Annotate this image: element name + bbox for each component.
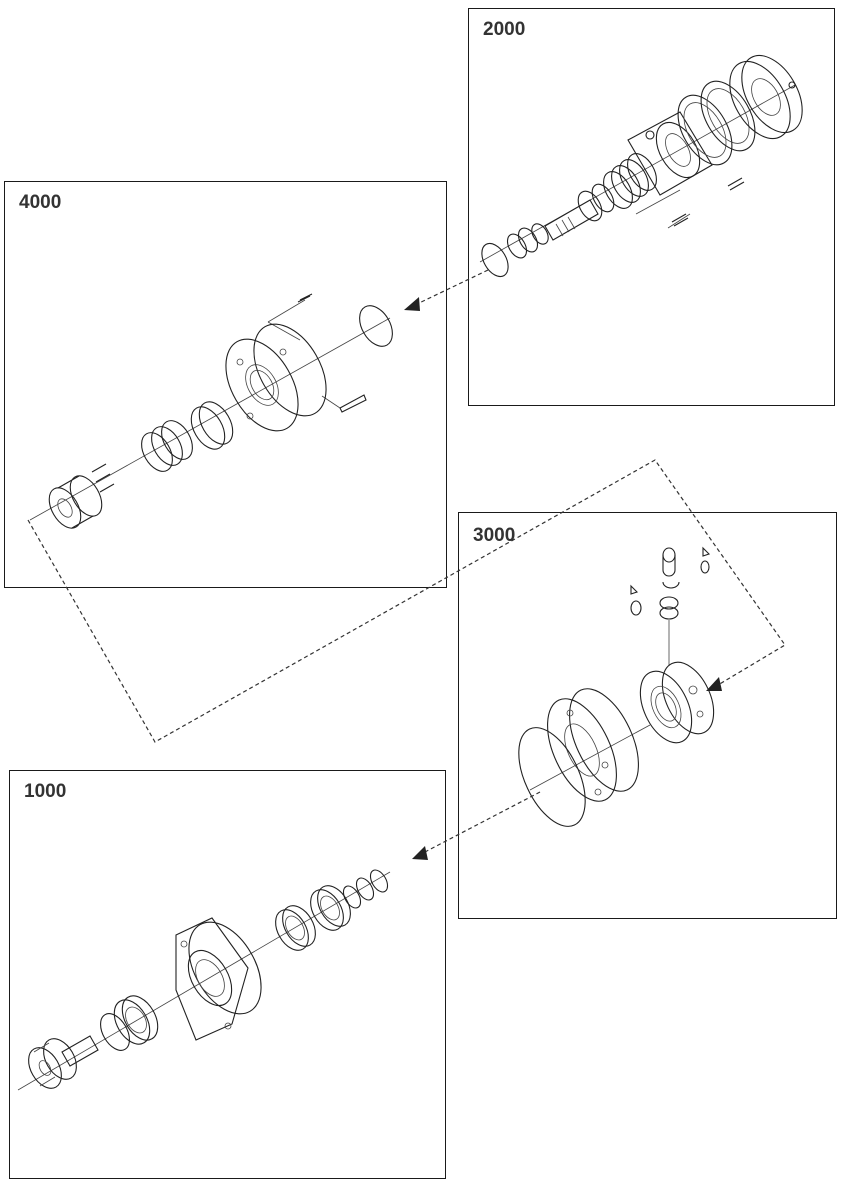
piston-ring: [667, 86, 743, 174]
retaining-rings: [340, 867, 391, 911]
manifold-plate: [533, 678, 652, 811]
connector-3000-to-1000: [412, 792, 540, 860]
assembly-1000-label: 1000: [24, 781, 67, 802]
o-ring: [353, 300, 399, 352]
bearing: [304, 880, 357, 936]
screw: [672, 214, 688, 226]
end-cover: [717, 45, 814, 149]
arrow-head: [706, 677, 722, 691]
spring-ring: [184, 396, 239, 455]
assembly-3000-label: 3000: [473, 525, 516, 546]
spring-stack: [598, 149, 663, 214]
leader-line: [636, 190, 690, 228]
bearing: [107, 990, 165, 1051]
seal-ring: [515, 225, 542, 256]
output-shaft: [22, 1033, 98, 1094]
seal-rings: [135, 415, 199, 476]
clip: [663, 582, 679, 588]
arrow-head: [412, 846, 428, 860]
bearing: [269, 900, 322, 956]
ring: [660, 607, 678, 619]
assembly-2000-box: 2000: [468, 8, 835, 406]
housing-flange: [211, 312, 341, 444]
valve-housing: [628, 112, 712, 195]
splined-coupling: [43, 470, 109, 533]
assembly-4000-label: 4000: [19, 192, 62, 213]
plug: [789, 82, 795, 88]
assembly-4000-parts: [30, 294, 399, 534]
connector-2000-to-4000: [404, 270, 488, 311]
roller: [660, 597, 678, 609]
rotor-set: [630, 654, 724, 750]
mounting-flange: [174, 910, 276, 1040]
assembly-1000-parts: [18, 867, 391, 1094]
assembly-2000-parts: [476, 45, 814, 281]
seal: [95, 1009, 136, 1056]
cylinder-pin: [701, 561, 709, 573]
bolt: [268, 294, 312, 340]
assembly-1000-box: 1000: [9, 770, 446, 1179]
connector-4000-to-3000: [28, 460, 785, 742]
pin: [703, 548, 709, 556]
assembly-2000-label: 2000: [483, 19, 526, 40]
pin: [663, 548, 675, 576]
screws: [92, 464, 114, 492]
assembly-4000-box: 4000: [4, 181, 447, 588]
arrow-head: [404, 297, 420, 311]
assembly-3000-parts: [505, 548, 724, 836]
thrust-washer: [588, 181, 619, 216]
cylinder-pin: [631, 601, 641, 615]
o-ring: [476, 239, 513, 281]
seal-ring: [528, 221, 551, 247]
bolt: [322, 395, 366, 412]
pin: [631, 586, 637, 594]
o-ring-large: [505, 718, 599, 837]
assembly-3000-box: 3000: [458, 512, 837, 919]
piston-ring: [690, 72, 766, 160]
screw: [728, 178, 744, 190]
drive-shaft: [545, 187, 607, 240]
seal-ring: [504, 231, 531, 262]
